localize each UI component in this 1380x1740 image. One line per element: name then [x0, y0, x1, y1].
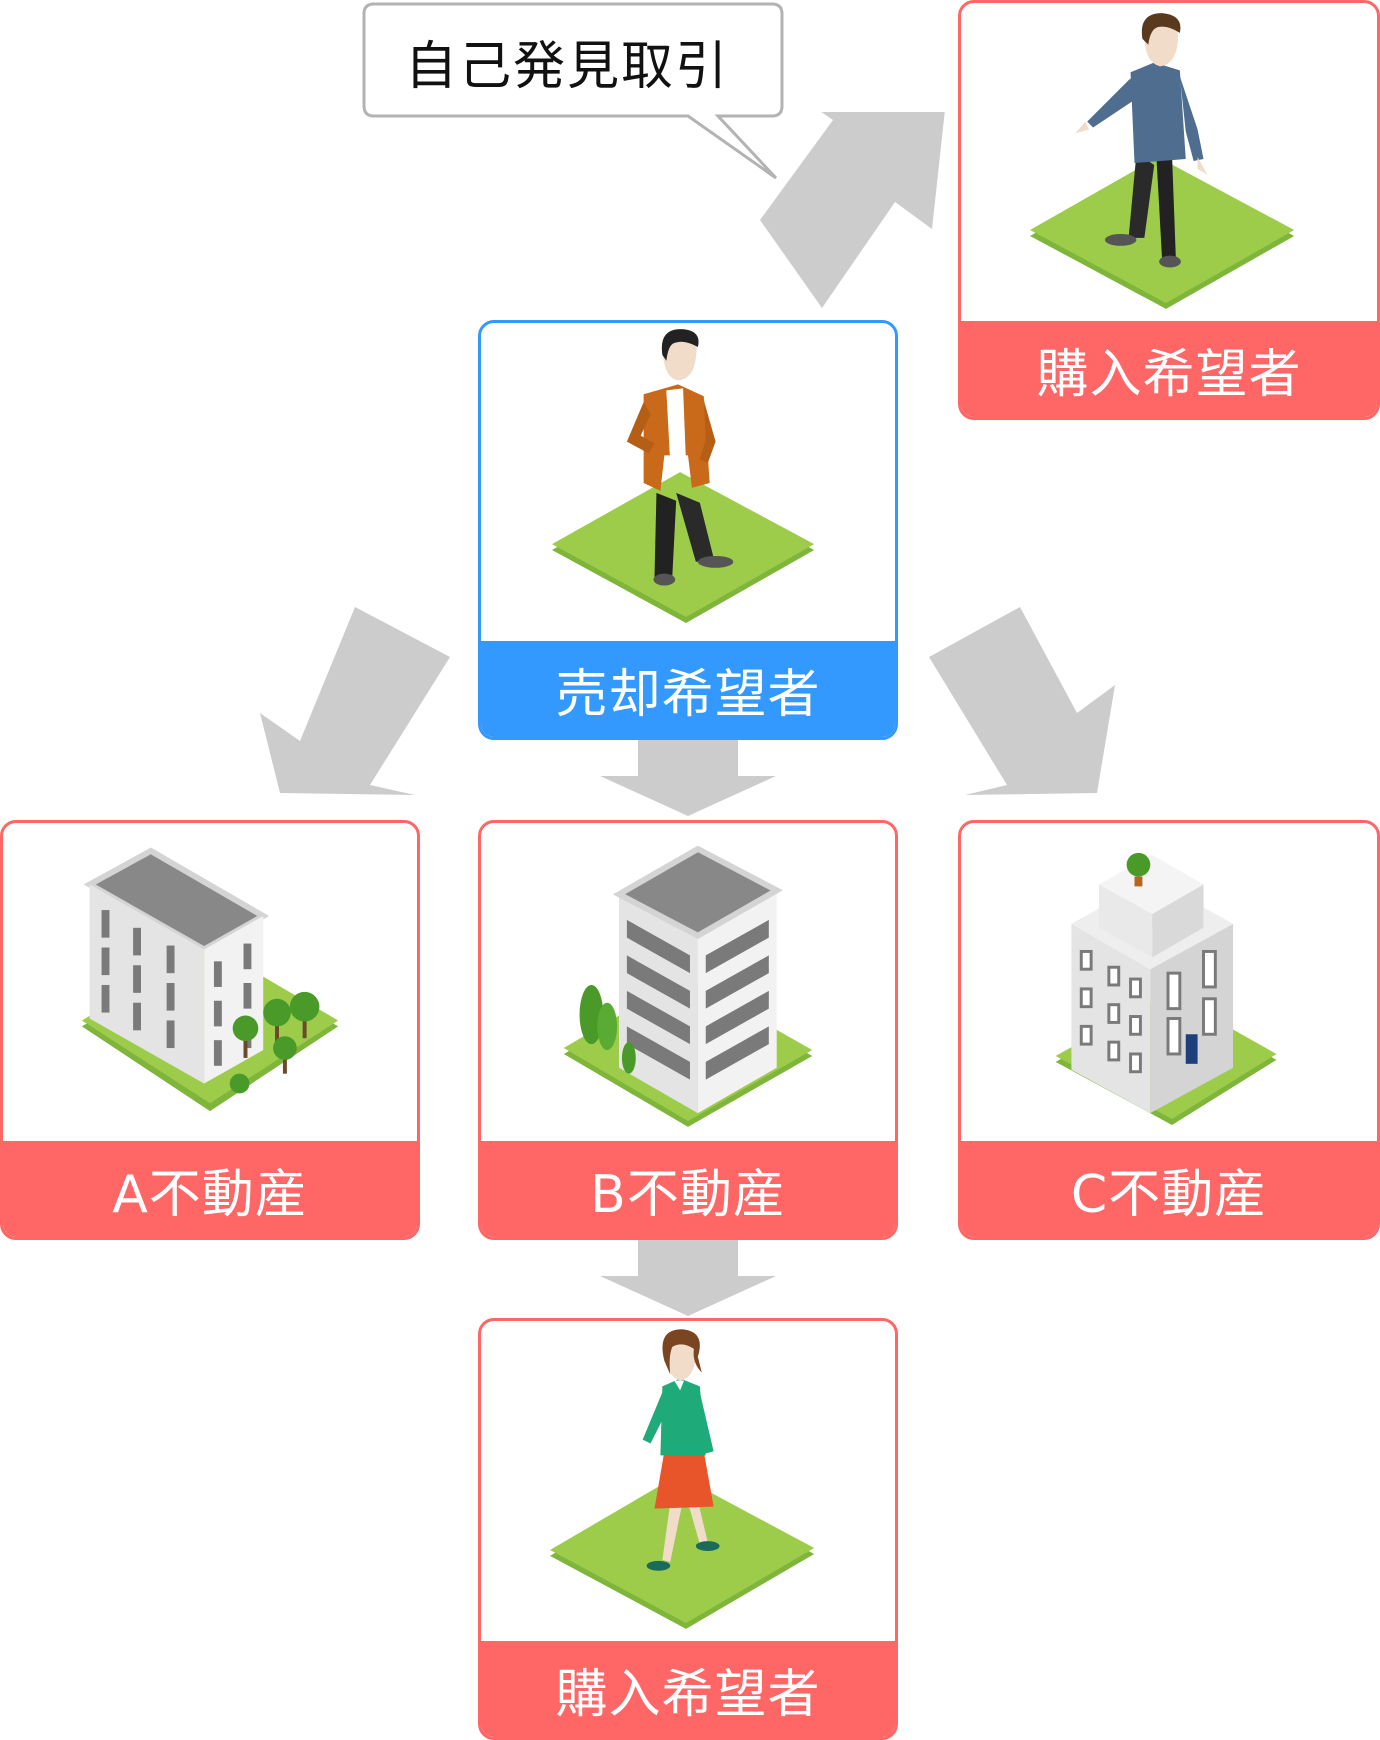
bubble-label: 自己発見取引: [404, 36, 729, 97]
seller-label: 売却希望者: [481, 641, 895, 737]
buyer-top-label: 購入希望者: [961, 321, 1377, 417]
building-c-illustration: [1055, 852, 1277, 1125]
seller-card: 売却希望者: [478, 320, 898, 740]
buyer-bottom-label: 購入希望者: [481, 1641, 895, 1737]
arrow-seller-to-b: [600, 736, 776, 816]
arrow-b-to-buyer: [600, 1236, 776, 1316]
agency-a-label: A不動産: [3, 1141, 417, 1237]
arrow-seller-to-buyer: [760, 112, 945, 308]
speech-bubble: [362, 2, 784, 180]
agency-b-label: B不動産: [481, 1141, 895, 1237]
buyer-woman-illustration: [550, 1329, 815, 1629]
agency-a-card: A不動産: [0, 820, 420, 1240]
agency-b-card: B不動産: [478, 820, 898, 1240]
buyer-man-illustration: [1030, 13, 1295, 309]
arrow-seller-to-a: [260, 607, 450, 795]
agency-c-label: C不動産: [961, 1141, 1377, 1237]
building-a-illustration: [81, 847, 339, 1112]
building-b-illustration: [563, 845, 813, 1127]
arrow-seller-to-c: [929, 607, 1115, 795]
buyer-bottom-card: 購入希望者: [478, 1318, 898, 1740]
buyer-top-card: 購入希望者: [958, 0, 1380, 420]
agency-c-card: C不動産: [958, 820, 1380, 1240]
seller-person-illustration: [551, 329, 815, 623]
